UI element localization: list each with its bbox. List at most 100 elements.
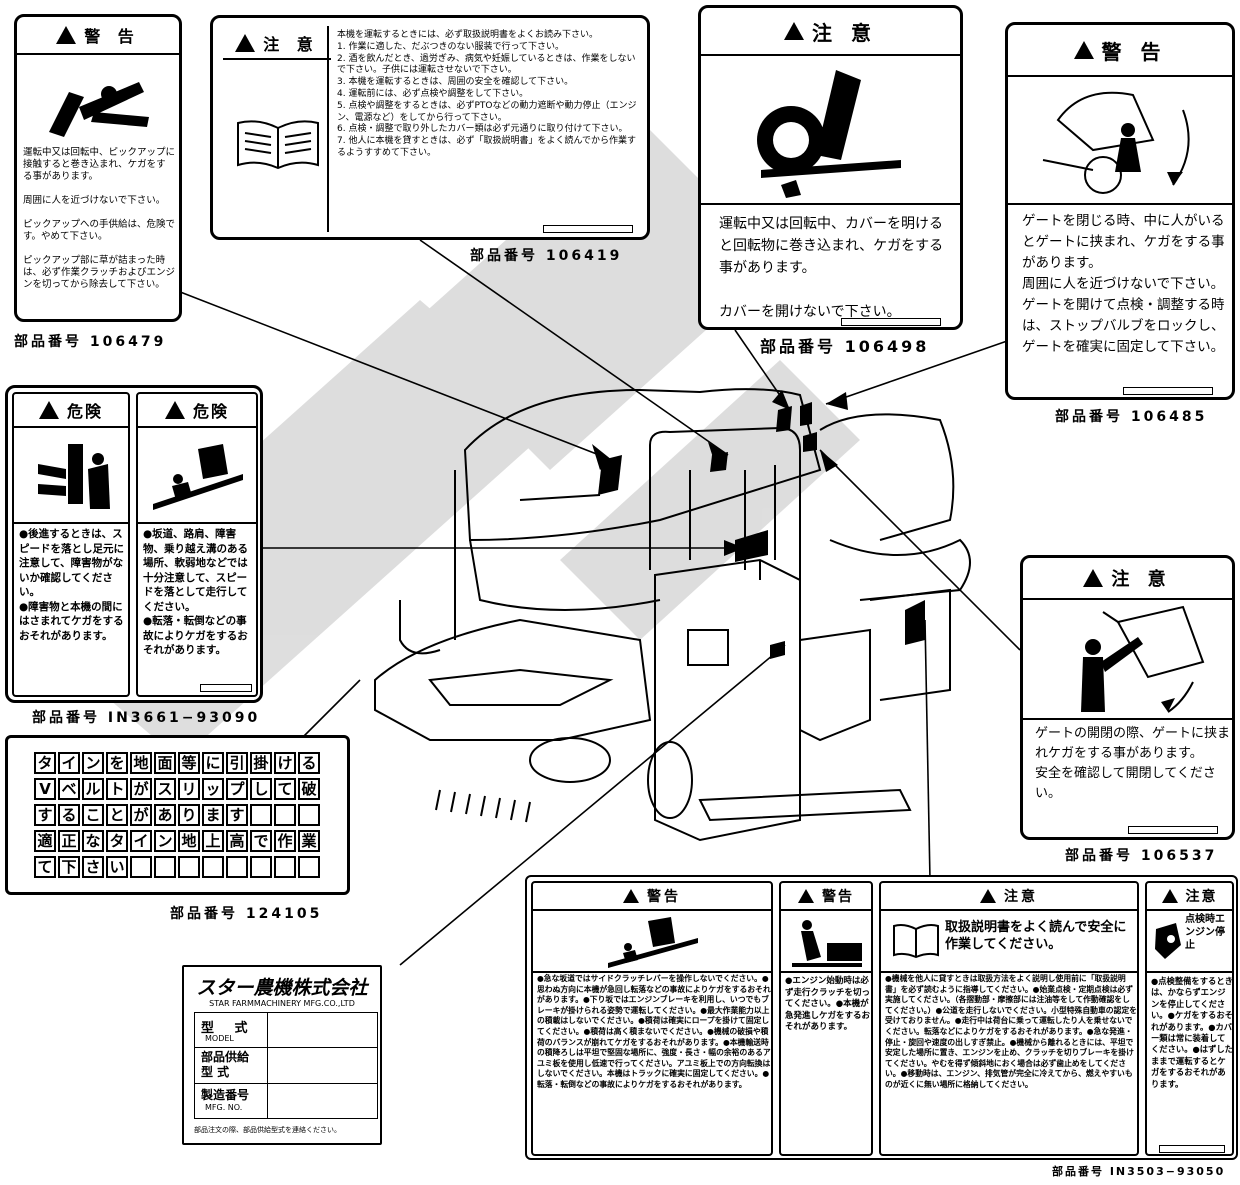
model-label-en: MODEL	[205, 1034, 234, 1043]
rotating-parts-icon	[757, 70, 901, 198]
grid-cell: こ	[82, 804, 104, 826]
warning-triangle-icon	[235, 34, 256, 52]
warning-label-106485: 警 告 ゲートを閉じる時、中に人がいるとゲートに挟まれ、ケガをする事があります。…	[1005, 22, 1235, 400]
manual-book-icon	[237, 120, 319, 170]
part-number-106498: 部品番号 106498	[760, 337, 930, 356]
grid-cell: 引	[226, 752, 248, 774]
warning-panel-2: 警告 ●エンジン始動時は必ず走行クラッチを切ってください。●本機が急発進しケガを…	[779, 881, 873, 1156]
grid-cell: な	[82, 830, 104, 852]
grid-cell: で	[250, 830, 272, 852]
grid-cell	[178, 856, 200, 878]
grid-cell: 業	[298, 830, 320, 852]
grid-cell: ス	[154, 778, 176, 800]
label-bar	[200, 684, 252, 692]
grid-cell: て	[274, 778, 296, 800]
warning-triangle-icon	[164, 401, 185, 419]
part-number-106537: 部品番号 106537	[1065, 848, 1218, 864]
grid-cell: り	[178, 804, 200, 826]
label-header: 警告	[781, 883, 871, 911]
label-text: ●機械を他人に貸すときは取扱方法をよく説明し使用前に「取扱説明書」を必ず読むよう…	[885, 974, 1137, 1089]
label-bar	[1123, 387, 1213, 395]
grid-cell: ト	[106, 778, 128, 800]
label-text: 運転中又は回転中、ピックアップに接触すると巻き込まれ、ケガをする事があります。 …	[23, 147, 176, 290]
grid-cell: ま	[202, 804, 224, 826]
manufacturer-plate: スター農機株式会社 STAR FARMMACHINERY MFG.CO.,LTD…	[182, 965, 382, 1145]
label-bar	[841, 318, 941, 326]
warning-triangle-icon	[798, 889, 814, 903]
grid-cell: を	[106, 752, 128, 774]
grid-cell: 作	[274, 830, 296, 852]
label-bar	[1128, 826, 1218, 834]
warning-triangle-icon	[38, 401, 59, 419]
caution-panel-3: 注意 取扱説明書をよく読んで安全に作業してください。 ●機械を他人に貸すときは取…	[879, 881, 1139, 1156]
danger-panel-left: 危険 ●後進するときは、スピードを落とし足元に注意して、障害物がないか確認してく…	[12, 392, 130, 697]
warning-panel-1: 警告 ●急な坂道ではサイドクラッチレバーを操作しないでください。●思わぬ方向に本…	[531, 881, 773, 1156]
safety-label-IN3503: 警告 ●急な坂道ではサイドクラッチレバーを操作しないでください。●思わぬ方向に本…	[525, 875, 1238, 1160]
label-text: ゲートの開閉の際、ゲートに挟まれケガをする事があります。 安全を確認して開閉して…	[1035, 726, 1231, 801]
label-header: 注 意	[1023, 558, 1232, 600]
label-text: ゲートを閉じる時、中に人がいるとゲートに挟まれ、ケガをする事があります。 周囲に…	[1022, 213, 1225, 355]
model-label: 型 式	[201, 1021, 256, 1036]
grid-cell	[154, 856, 176, 878]
part-number-106485: 部品番号 106485	[1055, 409, 1208, 425]
grid-cell: ベ	[58, 778, 80, 800]
grid-cell: が	[130, 804, 152, 826]
label-header: 注 意	[701, 8, 960, 56]
label-text: ●点検整備をするときは、かならずエンジンを停止してください。●ケガをするおそれが…	[1151, 976, 1233, 1089]
part-number-106479: 部品番号 106479	[14, 334, 167, 350]
label-header: 危険	[138, 394, 256, 428]
grid-cell: 掛	[250, 752, 272, 774]
slope-rollover-icon	[608, 917, 698, 968]
warning-triangle-icon	[980, 889, 996, 903]
grid-cell: ン	[82, 752, 104, 774]
grid-cell: 下	[58, 856, 80, 878]
company-name-en: STAR FARMMACHINERY MFG.CO.,LTD	[209, 999, 355, 1008]
manual-notice: 取扱説明書をよく読んで安全に作業してください。	[945, 920, 1127, 952]
reverse-crush-icon	[38, 444, 110, 509]
grid-cell: 面	[154, 752, 176, 774]
warning-triangle-icon	[56, 26, 77, 44]
grid-cell: さ	[82, 856, 104, 878]
label-header: 警 告	[1008, 25, 1232, 77]
grid-cell: プ	[226, 778, 248, 800]
grid-cell	[226, 856, 248, 878]
pickup-entanglement-icon	[49, 82, 149, 137]
label-header: 注 意	[223, 28, 331, 60]
warning-triangle-icon	[1073, 41, 1094, 59]
grid-cell: る	[58, 804, 80, 826]
label-text: ●急な坂道ではサイドクラッチレバーを操作しないでください。●思わぬ方向に本機が急…	[537, 974, 771, 1089]
grid-cell	[202, 856, 224, 878]
company-name: スター農機株式会社	[196, 977, 368, 999]
label-header: 警告	[533, 883, 771, 911]
label-bar	[543, 225, 633, 233]
grid-cell: 正	[58, 830, 80, 852]
grid-cell: リ	[178, 778, 200, 800]
label-text: ●エンジン始動時は必ず走行クラッチを切ってください。●本機が急発進しケガをするお…	[785, 976, 871, 1032]
grid-cell: し	[250, 778, 272, 800]
label-text: 本機を運転するときには、必ず取扱説明書をよくお読み下さい。 1. 作業に適した、…	[337, 30, 637, 158]
danger-label-IN3661: 危険 ●後進するときは、スピードを落とし足元に注意して、障害物がないか確認してく…	[5, 385, 263, 703]
grid-cell	[298, 856, 320, 878]
grid-cell: V	[34, 778, 56, 800]
serial-label-en: MFG. NO.	[205, 1103, 243, 1112]
grid-cell: イ	[58, 752, 80, 774]
grid-cell: 地	[178, 830, 200, 852]
label-header: 危険	[14, 394, 128, 428]
grid-row: 適正なタイン地上高で作業	[34, 830, 322, 852]
caution-label-106498: 注 意 運転中又は回転中、カバーを明けると回転物に巻き込まれ、ケガをする事があり…	[698, 5, 963, 330]
grid-cell: タ	[106, 830, 128, 852]
grid-cell	[250, 856, 272, 878]
grid-cell	[250, 804, 272, 826]
label-header: 警 告	[17, 17, 179, 55]
grid-cell: す	[34, 804, 56, 826]
grid-cell	[274, 804, 296, 826]
grid-row: て下さい	[34, 856, 322, 878]
grid-cell: す	[226, 804, 248, 826]
label-text: ●坂道、路肩、障害物、乗り越え溝のある場所、軟弱地などでは十分注意して、スピード…	[143, 528, 248, 656]
sudden-start-icon	[792, 920, 862, 967]
part-number-IN3503: 部品番号 IN3503−93050	[1052, 1165, 1226, 1178]
part-number-106419: 部品番号 106419	[470, 248, 623, 264]
